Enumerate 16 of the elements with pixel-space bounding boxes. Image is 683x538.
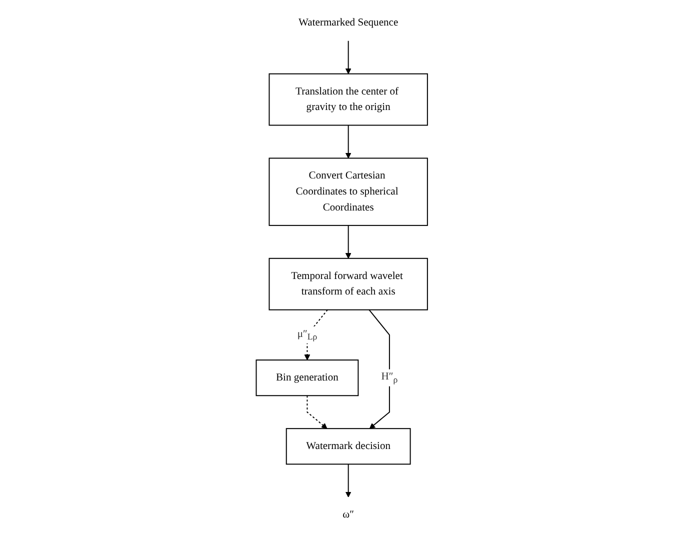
arrow (304, 309, 328, 360)
node-text: ω″ (342, 508, 354, 520)
arrow (345, 464, 351, 498)
node-box: Convert Cartesian Coordinates to spherical Coordinates (268, 158, 428, 226)
arrow (368, 309, 390, 429)
edge-label: μ″$_{Lρ}$ (296, 328, 317, 342)
node-text: Watermarked Sequence (298, 17, 398, 28)
arrow (306, 395, 327, 429)
node-box: Translation the center of gravity to the origin (268, 73, 428, 126)
node-box: Temporal forward wavelet transform of each axis (268, 258, 428, 310)
node-box: Bin generation (255, 360, 358, 396)
node-box: Watermark decision (286, 428, 410, 465)
arrow (345, 124, 351, 158)
arrow (345, 224, 351, 259)
edge-label: H″$_{ρ}$ (380, 371, 398, 384)
arrow (345, 40, 351, 74)
